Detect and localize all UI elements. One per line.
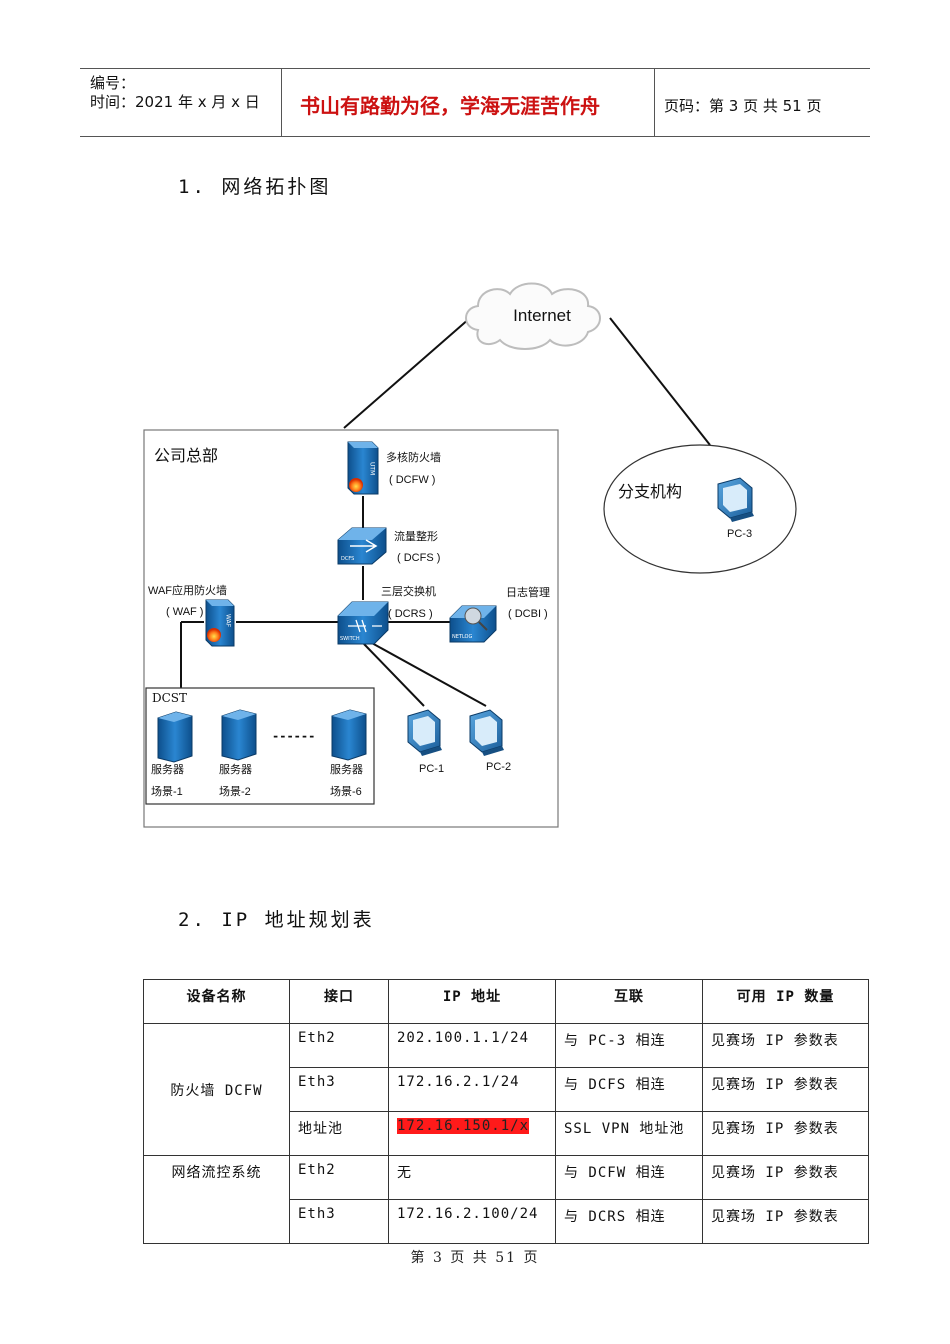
branch-area <box>603 444 797 574</box>
link-internet-hq <box>343 317 471 429</box>
table-header-row: 设备名称 接口 IP 地址 互联 可用 IP 数量 <box>143 979 869 1024</box>
table-row: 地址池 172.16.150.1/x SSL VPN 地址池 见赛场 IP 参数… <box>144 1111 869 1156</box>
ip-cell: 172.16.2.100/24 <box>388 1199 556 1244</box>
dcrs-switch-icon: SWITCH <box>337 601 389 645</box>
count-cell: 见赛场 IP 参数表 <box>702 1023 869 1068</box>
link-cell: 与 DCFS 相连 <box>555 1067 703 1112</box>
waf-firewall-icon: WAF <box>205 599 235 647</box>
count-cell: 见赛场 IP 参数表 <box>702 1111 869 1156</box>
server-2-name: 服务器 <box>219 763 252 776</box>
utm-text: UTM <box>369 462 376 475</box>
iface-cell: 地址池 <box>289 1111 389 1156</box>
dcfw-firewall-icon: UTM <box>347 441 379 495</box>
link-cell: SSL VPN 地址池 <box>555 1111 703 1156</box>
header-divider-left <box>281 68 282 136</box>
section-title-ip-plan: 2. IP 地址规划表 <box>178 909 375 931</box>
waf-code: ( WAF ) <box>166 606 203 618</box>
waf-name: WAF应用防火墙 <box>148 583 227 597</box>
server-6-scene: 场景-6 <box>330 784 362 798</box>
pc2-label: PC-2 <box>486 761 511 773</box>
dcbi-name: 日志管理 <box>506 585 550 599</box>
col-header-interface: 接口 <box>289 979 389 1024</box>
ip-cell: 172.16.2.1/24 <box>388 1067 556 1112</box>
iface-cell: Eth2 <box>289 1023 389 1068</box>
table-row: 防火墙 DCFW Eth2 202.100.1.1/24 与 PC-3 相连 见… <box>143 1023 869 1156</box>
header-page-info: 页码：第 3 页 共 51 页 <box>664 97 822 115</box>
hq-title: 公司总部 <box>154 447 218 465</box>
col-header-device: 设备名称 <box>143 979 290 1024</box>
pc1-computer-icon <box>407 709 442 756</box>
ip-cell: 无 <box>388 1155 556 1200</box>
server-6-name: 服务器 <box>330 763 363 776</box>
internet-label: Internet <box>513 306 571 325</box>
dcfw-name: 多核防火墙 <box>386 450 441 464</box>
iface-cell: Eth2 <box>289 1155 389 1200</box>
col-header-link: 互联 <box>555 979 703 1024</box>
waf-text: WAF <box>225 614 232 628</box>
pc1-label: PC-1 <box>419 763 444 775</box>
server-1-name: 服务器 <box>151 763 184 776</box>
server-6-icon <box>331 709 367 761</box>
count-cell: 见赛场 IP 参数表 <box>702 1199 869 1244</box>
col-header-ip: IP 地址 <box>388 979 556 1024</box>
server-2-scene: 场景-2 <box>219 784 251 798</box>
dcfs-name: 流量整形 <box>394 529 438 543</box>
link-cell: 与 PC-3 相连 <box>555 1023 703 1068</box>
count-cell: 见赛场 IP 参数表 <box>702 1067 869 1112</box>
ip-plan-table: 设备名称 接口 IP 地址 互联 可用 IP 数量 防火墙 DCFW Eth2 … <box>143 979 869 1244</box>
table-row: Eth3 172.16.2.1/24 与 DCFS 相连 见赛场 IP 参数表 <box>144 1067 869 1112</box>
server-ellipsis: ------ <box>272 729 315 743</box>
netlog-text: NETLOG <box>452 634 472 640</box>
header-top-rule <box>80 68 870 69</box>
dcfs-traffic-shaper-icon: DCFS <box>337 527 387 565</box>
table-row: 网络流控系统 Eth2 无 与 DCFW 相连 见赛场 IP 参数表 <box>143 1155 869 1244</box>
pc3-label: PC-3 <box>727 528 752 540</box>
device-cell-dcfw: 防火墙 DCFW <box>143 1023 290 1156</box>
header-motto: 书山有路勤为径，学海无涯苦作舟 <box>300 94 600 118</box>
header-time: 时间：2021 年 x 月 x 日 <box>90 93 260 111</box>
branch-title: 分支机构 <box>618 483 682 501</box>
pc2-computer-icon <box>469 709 504 756</box>
dcfs-text: DCFS <box>341 556 354 562</box>
pc3-computer-icon <box>717 477 754 522</box>
dcbi-code: ( DCBI ) <box>508 608 548 620</box>
link-internet-branch <box>609 317 711 446</box>
dcrs-name: 三层交换机 <box>381 584 436 598</box>
header-number: 编号： <box>90 74 136 92</box>
link-dcrs-pc1 <box>363 643 425 707</box>
section-title-topology: 1. 网络拓扑图 <box>178 176 332 198</box>
link-dcrs-pc2 <box>369 641 487 707</box>
server-1-scene: 场景-1 <box>151 784 183 798</box>
iface-cell: Eth3 <box>289 1199 389 1244</box>
link-cell: 与 DCFW 相连 <box>555 1155 703 1200</box>
highlighted-ip: 172.16.150.1/x <box>397 1118 530 1134</box>
ip-cell: 172.16.150.1/x <box>388 1111 556 1156</box>
col-header-count: 可用 IP 数量 <box>702 979 869 1024</box>
iface-cell: Eth3 <box>289 1067 389 1112</box>
dcrs-code: ( DCRS ) <box>388 608 433 620</box>
dcfw-code: ( DCFW ) <box>389 474 435 486</box>
page-footer: 第 3 页 共 51 页 <box>410 1250 540 1266</box>
switch-text: SWITCH <box>340 636 360 642</box>
count-cell: 见赛场 IP 参数表 <box>702 1155 869 1200</box>
internet-cloud-icon: Internet <box>465 282 601 350</box>
dcst-frame <box>145 687 375 805</box>
header-bottom-rule <box>80 136 870 137</box>
dcst-title: DCST <box>152 691 187 705</box>
dcbi-log-icon: NETLOG <box>449 605 497 643</box>
ip-cell: 202.100.1.1/24 <box>388 1023 556 1068</box>
table-row: Eth3 172.16.2.100/24 与 DCRS 相连 见赛场 IP 参数… <box>144 1199 869 1244</box>
dcfs-code: ( DCFS ) <box>397 552 440 564</box>
server-1-icon <box>157 711 193 763</box>
link-cell: 与 DCRS 相连 <box>555 1199 703 1244</box>
hq-frame <box>143 429 559 828</box>
device-cell-dcfs: 网络流控系统 <box>143 1155 290 1244</box>
server-2-icon <box>221 709 257 761</box>
header-divider-right <box>654 68 655 136</box>
